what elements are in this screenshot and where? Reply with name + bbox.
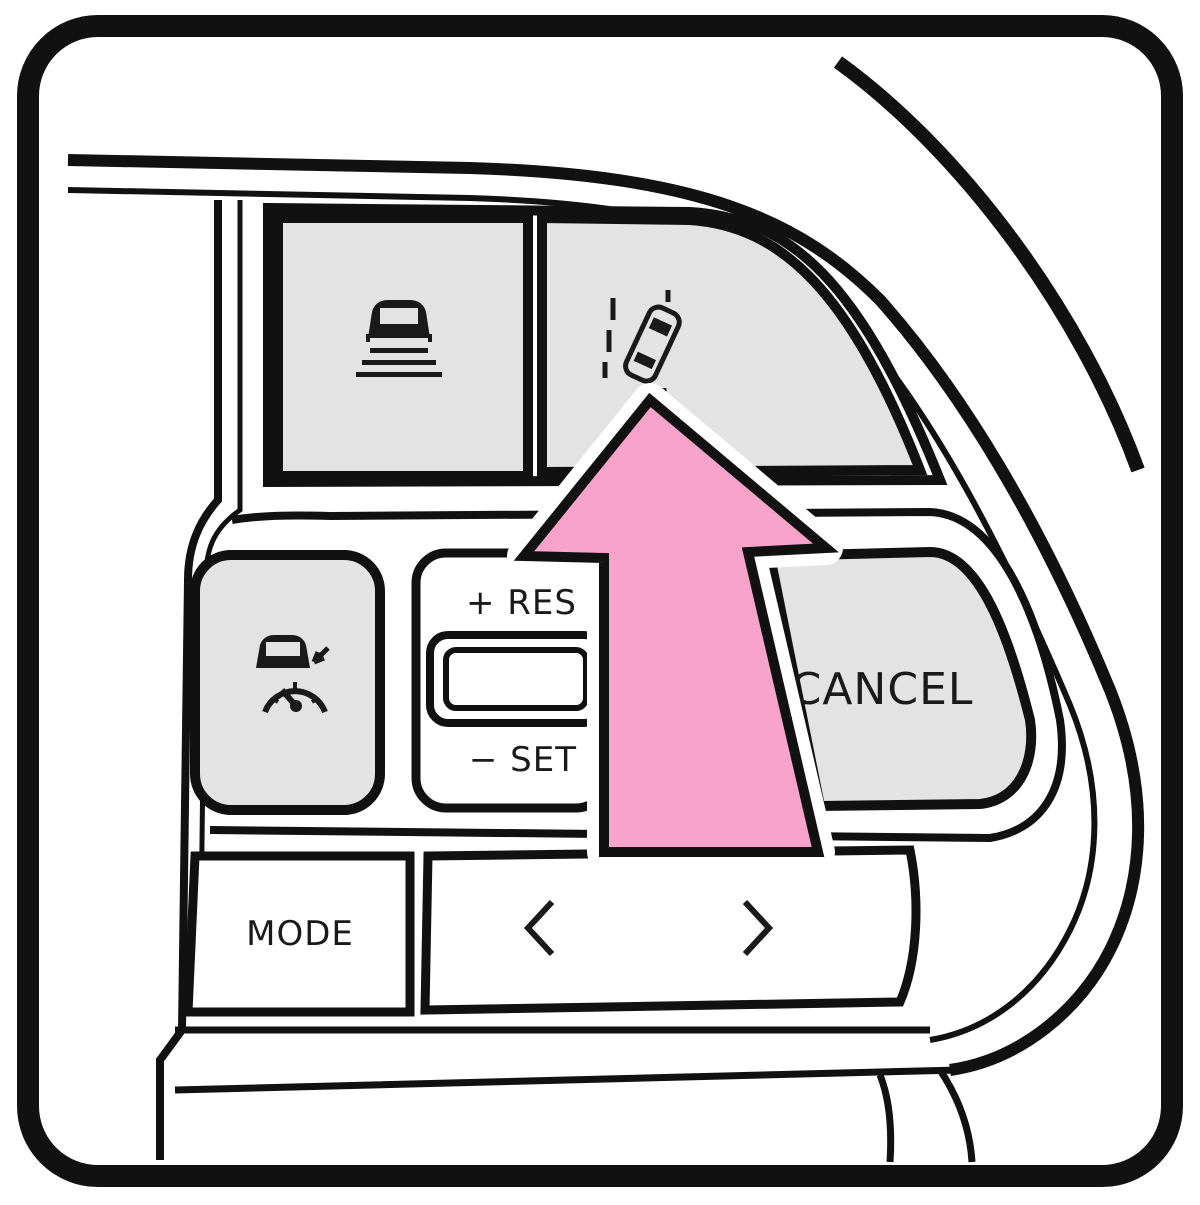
spoke-outline: [156, 200, 222, 1160]
lane-following-assist-icon: [602, 290, 682, 398]
vehicle-distance-button[interactable]: [273, 213, 533, 481]
chevron-right-icon[interactable]: [742, 899, 774, 957]
smart-cruise-control-button[interactable]: [190, 550, 385, 815]
spoke-bottom-edges: [876, 1068, 976, 1163]
press-direction-arrow: [507, 383, 843, 869]
vehicle-distance-icon: [356, 300, 442, 377]
cancel-label: CANCEL: [791, 664, 974, 715]
smart-cruise-control-icon: [256, 635, 330, 714]
chevron-left-icon[interactable]: [523, 899, 555, 957]
mode-button[interactable]: MODE: [183, 851, 415, 1017]
mode-label: MODE: [246, 914, 354, 954]
previous-next-rocker[interactable]: [420, 845, 921, 1015]
cancel-button[interactable]: CANCEL: [763, 546, 1037, 812]
spoke-lower-band: [174, 1026, 961, 1094]
res-set-rocker[interactable]: + RES − SET: [411, 548, 611, 813]
wheel-rim-outer: [833, 56, 1145, 473]
mid-bezel: [209, 507, 1066, 843]
wheel-rim-inner: [67, 154, 1145, 1076]
res-label: + RES: [466, 583, 577, 623]
set-label: − SET: [469, 740, 577, 780]
